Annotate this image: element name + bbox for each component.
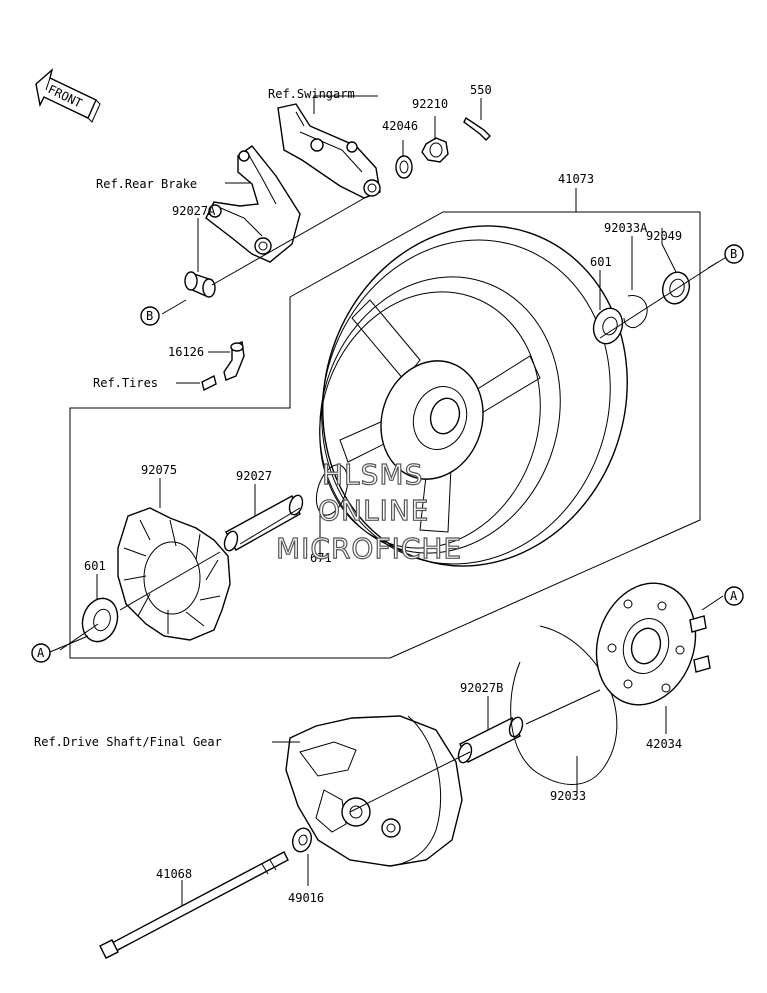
swingarm-bracket xyxy=(277,103,381,199)
rear-axle xyxy=(99,851,289,959)
hub-damper xyxy=(117,507,231,641)
ref-swingarm-label: Ref.Swingarm xyxy=(268,87,355,101)
axle-nut xyxy=(421,137,449,163)
callout-a-left: A xyxy=(31,643,51,663)
part-92027-label: 92027 xyxy=(236,469,272,483)
callout-a-left-label: A xyxy=(37,646,45,660)
front-arrow-icon: FRONT xyxy=(35,68,101,123)
callout-b-right: B xyxy=(724,244,744,264)
part-92033-label: 92033 xyxy=(550,789,586,803)
part-42034-label: 42034 xyxy=(646,737,682,751)
watermark-line-3: MICROFICHE xyxy=(276,532,462,565)
part-41073-label: 41073 xyxy=(558,172,594,186)
watermark-line-2: ONLINE xyxy=(318,494,429,527)
final-drive-coupling xyxy=(595,582,711,706)
callout-b-right-label: B xyxy=(730,247,737,261)
part-92033A-label: 92033A xyxy=(604,221,648,235)
part-41068-label: 41068 xyxy=(156,867,192,881)
leader-lines xyxy=(49,95,731,906)
part-601-upper-label: 601 xyxy=(590,255,612,269)
cotter-pin xyxy=(463,116,491,141)
callout-b-left-label: B xyxy=(146,309,153,323)
bearing-lower xyxy=(81,597,119,643)
part-92210-label: 92210 xyxy=(412,97,448,111)
collar-92027A xyxy=(184,271,216,298)
axle-centerline-lower xyxy=(59,507,301,651)
part-49016-label: 49016 xyxy=(288,891,324,905)
part-92049-label: 92049 xyxy=(646,229,682,243)
bearing-upper xyxy=(592,307,624,345)
circlip-92033A xyxy=(623,295,648,329)
part-671-label: 671 xyxy=(310,551,332,565)
assembly-frame xyxy=(69,211,701,659)
rear-wheel xyxy=(319,225,628,567)
axle-centerline-drive xyxy=(349,689,601,813)
part-42046-label: 42046 xyxy=(382,119,418,133)
watermark-line-1: HLSMS xyxy=(322,458,423,491)
part-92027A-label: 92027A xyxy=(172,204,216,218)
axle-centerline-upper xyxy=(211,195,369,286)
part-92027B-label: 92027B xyxy=(460,681,503,695)
rear-brake-bracket xyxy=(205,145,301,263)
ref-drive-shaft-label: Ref.Drive Shaft/Final Gear xyxy=(34,735,222,749)
part-16126-label: 16126 xyxy=(168,345,204,359)
watermark: HLSMS ONLINE MICROFICHE xyxy=(275,457,462,565)
oil-seal-92049 xyxy=(661,271,691,305)
ref-tires-label: Ref.Tires xyxy=(93,376,158,390)
tire-valve xyxy=(201,341,245,392)
axle-washer xyxy=(395,155,413,179)
o-ring-671 xyxy=(315,464,349,516)
final-gear-case xyxy=(285,715,463,867)
callout-a-right: A xyxy=(724,586,744,606)
ref-rear-brake-label: Ref.Rear Brake xyxy=(96,177,197,191)
part-601-lower-label: 601 xyxy=(84,559,106,573)
callout-a-right-label: A xyxy=(730,589,738,603)
collar-92027 xyxy=(223,494,304,552)
part-550-label: 550 xyxy=(470,83,492,97)
part-92075-label: 92075 xyxy=(141,463,177,477)
washer-49016 xyxy=(291,827,313,853)
callout-b-left: B xyxy=(140,306,160,326)
axle-centerline-right xyxy=(599,261,719,339)
